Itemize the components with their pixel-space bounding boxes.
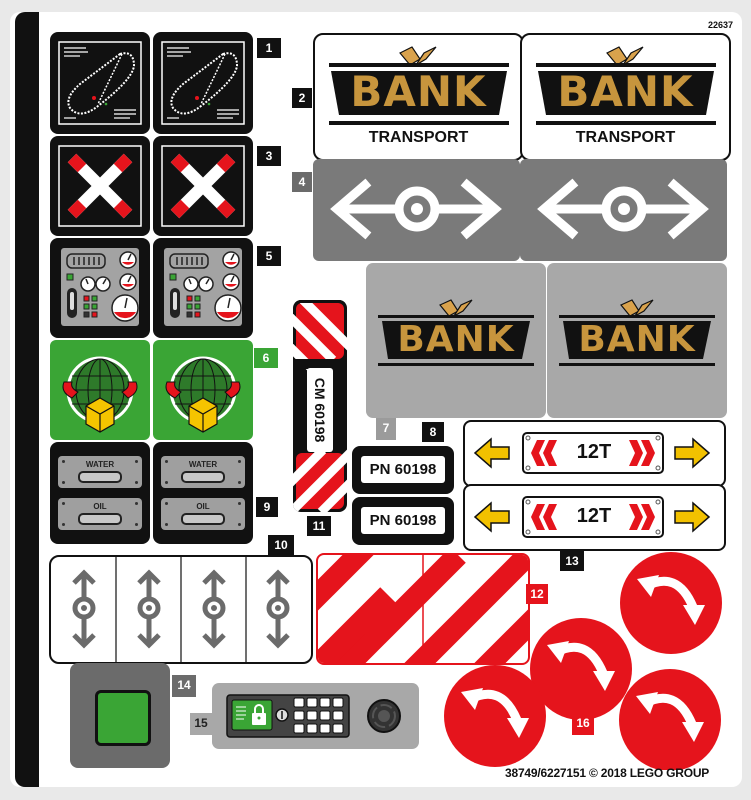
sticker-14: [70, 663, 170, 768]
sticker-4-b: [520, 159, 727, 261]
left-right-arrows-icon: [537, 178, 709, 240]
copyright-text: 38749/6227151 © 2018 LEGO GROUP: [505, 766, 710, 780]
sticker-10-strip: [49, 555, 313, 664]
sticker-number-4: 4: [292, 172, 312, 192]
gauges-icon: [61, 248, 139, 326]
bank-logo-icon: [559, 299, 715, 366]
sticker-15: [212, 683, 419, 749]
sticker-number-1: 1: [257, 38, 281, 58]
sticker-number-13: 13: [560, 551, 584, 571]
sticker-number-15: 15: [190, 713, 212, 735]
globe-parcel-icon: [165, 356, 241, 433]
sticker-number-6: 6: [254, 348, 278, 368]
sticker-number-5: 5: [257, 246, 281, 266]
rotate-arrows-icon: [530, 618, 632, 720]
oil-label-plate: OIL: [58, 498, 142, 530]
water-label-plate: WATER: [161, 456, 245, 488]
keypad-icon: [226, 694, 401, 738]
pn-plate-text: PN 60198: [361, 507, 445, 534]
load-text: 12T: [576, 505, 612, 527]
sticker-number-14: 14: [172, 675, 196, 697]
sticker-16-group: [440, 550, 740, 770]
sticker-8-a: PN 60198: [352, 446, 454, 494]
sticker-number-11: 11: [307, 516, 331, 536]
sticker-number-16: 16: [572, 713, 594, 735]
gauges-icon: [164, 248, 242, 326]
load-text: 12T: [576, 441, 612, 463]
set-number: 22637: [707, 20, 733, 30]
sheet-spine: [15, 12, 39, 787]
sticker-13-b: 12T: [463, 484, 726, 551]
sticker-6-a: [50, 340, 150, 440]
sticker-9-a: WATER OIL: [50, 442, 150, 544]
rotate-arrows-icon: [444, 665, 546, 767]
sticker-6-b: [153, 340, 253, 440]
sticker-12: [316, 553, 530, 665]
crossbuck-icon: [58, 145, 142, 227]
bank-logo-icon: [378, 299, 534, 366]
green-square-icon: [95, 690, 151, 746]
sticker-number-9: 9: [256, 497, 278, 517]
left-right-arrows-icon: [330, 178, 502, 240]
sticker-7-a: BANK: [366, 263, 546, 418]
cm-plate-text: CM 60198: [312, 377, 328, 443]
sticker-1-a: [50, 32, 150, 134]
oil-label-plate: OIL: [161, 498, 245, 530]
bank-title: BANK: [578, 319, 696, 360]
bank-title: BANK: [557, 67, 694, 116]
sticker-3-a: [50, 136, 150, 236]
sticker-number-2: 2: [292, 88, 312, 108]
bank-logo-icon: [329, 46, 509, 125]
sticker-4-a: [313, 159, 520, 261]
cm-plate: CM 60198: [307, 368, 333, 452]
sticker-2-a: BANK TRANSPORT: [313, 33, 524, 161]
sticker-5-a: [50, 238, 150, 338]
bank-title: BANK: [350, 67, 487, 116]
water-label-plate: WATER: [58, 456, 142, 488]
sticker-number-8: 8: [422, 422, 444, 442]
hazard-stripes-icon: [318, 555, 528, 663]
rotate-arrows-icon: [619, 669, 721, 770]
sticker-1-b: [153, 32, 253, 134]
rotate-arrows-icon: [620, 552, 722, 654]
sticker-7-b: BANK: [547, 263, 727, 418]
bank-logo-icon: [536, 46, 716, 125]
sticker-5-b: [153, 238, 253, 338]
sticker-number-10: 10: [268, 535, 294, 555]
up-down-arrows-icon: [72, 557, 290, 662]
track-map-icon: [161, 41, 245, 125]
sticker-8-b: PN 60198: [352, 497, 454, 545]
transport-subtitle: TRANSPORT: [575, 129, 676, 146]
sticker-number-7: 7: [376, 418, 396, 440]
sticker-3-b: [153, 136, 253, 236]
sticker-number-3: 3: [257, 146, 281, 166]
load-sign-icon: [473, 432, 711, 474]
load-sign-icon: [473, 496, 711, 538]
hazard-stripes-icon: [293, 300, 347, 512]
transport-subtitle: TRANSPORT: [368, 129, 469, 146]
sticker-11: CM 60198: [293, 300, 347, 512]
pn-plate-text: PN 60198: [361, 456, 445, 483]
crossbuck-icon: [161, 145, 245, 227]
sticker-9-b: WATER OIL: [153, 442, 253, 544]
bank-title: BANK: [397, 319, 515, 360]
sticker-number-12: 12: [526, 584, 548, 604]
sticker-13-a: 12T: [463, 420, 726, 487]
globe-parcel-icon: [62, 356, 138, 433]
track-map-icon: [58, 41, 142, 125]
sticker-2-b: BANK TRANSPORT: [520, 33, 731, 161]
